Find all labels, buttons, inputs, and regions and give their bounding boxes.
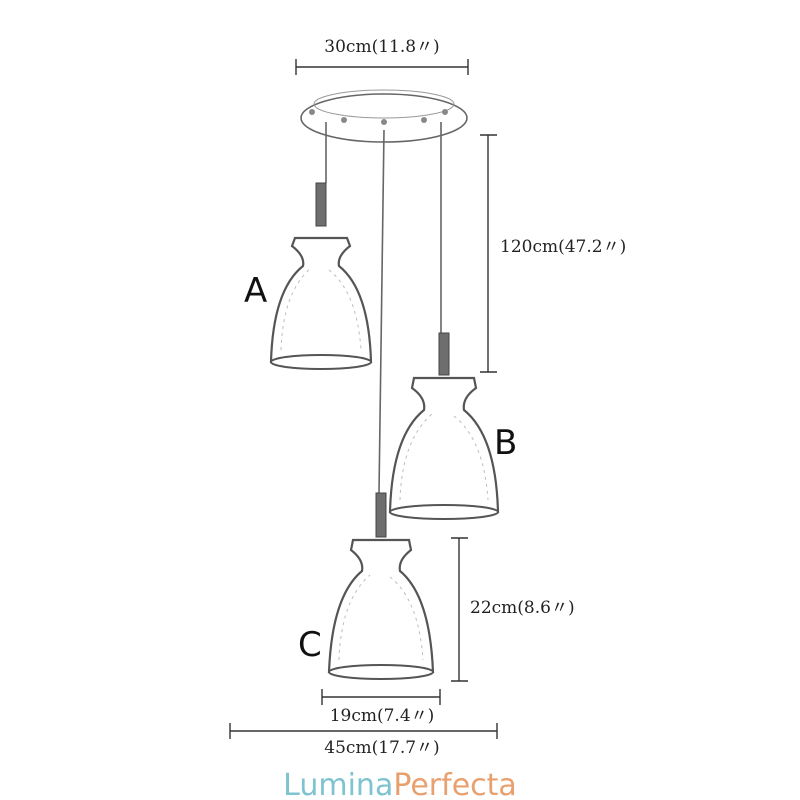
lamp-a-label: A: [244, 271, 267, 311]
shade-height-dimension: 22cm(8.6〃): [451, 537, 575, 682]
canopy-width-dimension: 30cm(11.8〃): [295, 37, 469, 75]
lamp-c: [327, 492, 435, 680]
lamp-c-label: C: [298, 625, 322, 665]
shade-width-dimension: 19cm(7.4〃): [321, 689, 441, 726]
drop-height-label: 120cm(47.2〃): [500, 237, 626, 257]
watermark-part-2: Perfecta: [393, 768, 516, 800]
watermark: LuminaPerfecta: [283, 768, 517, 800]
shade-height-label: 22cm(8.6〃): [470, 598, 575, 618]
drop-height-dimension: 120cm(47.2〃): [480, 134, 626, 373]
total-width-dimension: 45cm(17.7〃): [229, 723, 498, 758]
cord-c: [378, 129, 385, 494]
watermark-part-1: Lumina: [283, 768, 393, 800]
lamp-b-label: B: [494, 423, 517, 463]
shade-width-label: 19cm(7.4〃): [330, 706, 435, 726]
total-width-label: 45cm(17.7〃): [324, 738, 439, 758]
lamp-a: [269, 182, 373, 370]
lamp-b: [388, 332, 500, 520]
ceiling-canopy: [300, 89, 468, 143]
canopy-width-label: 30cm(11.8〃): [324, 37, 439, 57]
